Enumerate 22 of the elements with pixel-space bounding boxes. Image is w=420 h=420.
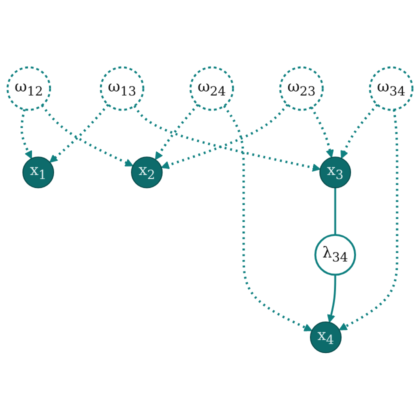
node-circle: x$_{4}$ <box>310 321 342 354</box>
arrow <box>327 274 336 323</box>
arrow <box>161 104 288 170</box>
node-circle: ω$_{34}$ <box>369 66 414 111</box>
arrow <box>133 105 321 172</box>
arrow <box>310 106 334 158</box>
arrow <box>41 104 134 166</box>
arrow <box>20 109 32 159</box>
arrow <box>49 104 110 163</box>
node-circle: x$_{2}$ <box>131 156 163 188</box>
node-circle: ω$_{12}$ <box>6 66 51 111</box>
node-circle: x$_{3}$ <box>319 156 352 188</box>
node-circle: ω$_{23}$ <box>279 66 324 111</box>
node-circle: ω$_{13}$ <box>100 66 144 111</box>
arrow <box>338 110 398 330</box>
node-circle: x$_{1}$ <box>22 156 54 188</box>
arrow <box>223 105 312 332</box>
arrow <box>340 104 378 159</box>
node-circle: ω$_{24}$ <box>190 66 234 111</box>
node-circle: λ$_{34}$ <box>314 234 356 276</box>
connector <box>334 188 336 235</box>
arrow <box>154 104 199 160</box>
